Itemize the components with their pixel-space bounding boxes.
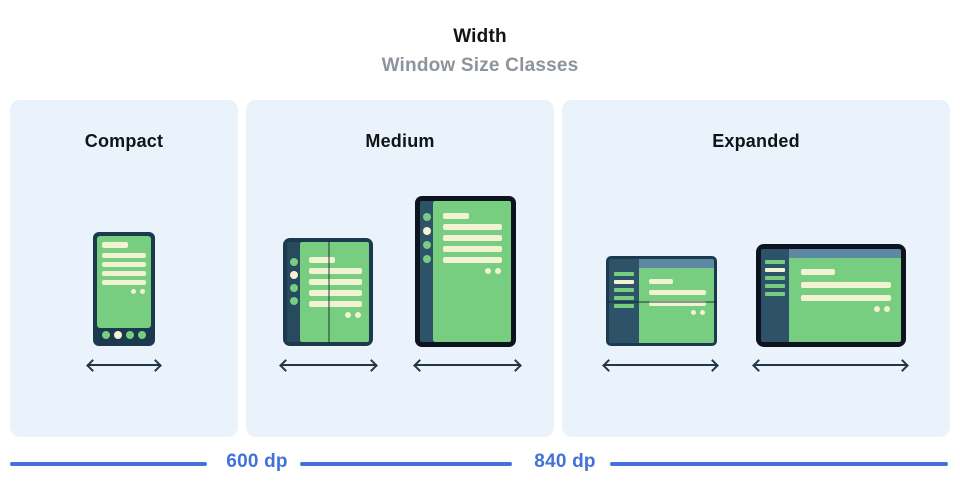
foldable-portrait-illustration xyxy=(283,238,373,346)
skeleton-text-line xyxy=(801,282,891,288)
skeleton-text-line xyxy=(649,301,706,306)
sidebar-line xyxy=(765,292,785,296)
skeleton-text-line xyxy=(309,301,362,307)
panel-compact-label: Compact xyxy=(84,131,164,151)
device-main-area xyxy=(639,259,714,343)
width-arrow-icon xyxy=(88,364,160,366)
rail-dot xyxy=(289,258,298,266)
skeleton-dot xyxy=(131,289,136,294)
skeleton-text-line xyxy=(649,290,706,295)
rail-dot xyxy=(422,227,431,235)
sidebar-line xyxy=(765,260,785,264)
skeleton-text-line xyxy=(102,242,128,248)
width-arrow-icon xyxy=(604,364,717,366)
panel-compact: Compact xyxy=(10,100,238,437)
skeleton-text-line xyxy=(309,279,362,285)
width-arrow-icon xyxy=(415,364,520,366)
nav-rail xyxy=(287,242,300,342)
skeleton-dots xyxy=(801,306,891,312)
device-screen xyxy=(639,268,714,343)
fold-line xyxy=(607,301,716,303)
width-arrow-icon xyxy=(754,364,907,366)
skeleton-text-line xyxy=(801,295,891,301)
sidebar-line xyxy=(614,296,634,300)
top-bar xyxy=(789,249,901,258)
sidebar xyxy=(609,259,639,343)
ruler-line xyxy=(300,462,512,466)
skeleton-text-line xyxy=(309,268,362,274)
skeleton-dot xyxy=(140,289,145,294)
phone-screen xyxy=(97,236,151,328)
skeleton-text-line xyxy=(443,213,469,219)
sidebar-line xyxy=(765,268,785,272)
skeleton-text-line xyxy=(102,253,146,258)
tablet-portrait-illustration xyxy=(415,196,516,347)
phone-nav-bar xyxy=(97,328,151,342)
skeleton-text-line xyxy=(102,271,146,276)
sidebar-line xyxy=(614,288,634,292)
skeleton-dot xyxy=(691,310,696,315)
page-title: Width xyxy=(453,26,507,47)
foldable-landscape-illustration xyxy=(606,256,717,346)
panel-expanded-label: Expanded xyxy=(712,131,800,151)
device-screen xyxy=(433,201,511,342)
panel-medium: Medium xyxy=(246,100,554,437)
rail-dot xyxy=(422,241,431,249)
nav-dot xyxy=(114,331,122,339)
skeleton-dots xyxy=(309,312,362,318)
skeleton-text-line xyxy=(102,280,146,285)
skeleton-text-line xyxy=(801,269,835,275)
skeleton-text-line xyxy=(649,279,673,284)
device-main-area xyxy=(789,249,901,342)
sidebar-line xyxy=(614,272,634,276)
device-screen xyxy=(300,242,369,342)
rail-dot xyxy=(422,213,431,221)
rail-dot xyxy=(422,255,431,263)
skeleton-text-line xyxy=(443,235,502,241)
nav-rail xyxy=(420,201,433,342)
width-arrow-icon xyxy=(281,364,376,366)
sidebar-line xyxy=(614,280,634,284)
nav-dot xyxy=(126,331,134,339)
skeleton-text-line xyxy=(309,257,335,263)
skeleton-dots xyxy=(102,289,146,294)
rail-dot xyxy=(289,271,298,279)
nav-dot xyxy=(138,331,146,339)
skeleton-dot xyxy=(874,306,880,312)
skeleton-text-line xyxy=(443,257,502,263)
sidebar-line xyxy=(614,304,634,308)
skeleton-text-line xyxy=(309,290,362,296)
sidebar xyxy=(761,249,789,342)
rail-dot xyxy=(289,297,298,305)
rail-dot xyxy=(289,284,298,292)
skeleton-dot xyxy=(495,268,501,274)
breakpoint-840dp-label: 840 dp xyxy=(534,451,596,472)
skeleton-dot xyxy=(700,310,705,315)
skeleton-dots xyxy=(649,310,706,315)
skeleton-dot xyxy=(355,312,361,318)
fold-line xyxy=(328,241,330,343)
skeleton-text-line xyxy=(443,224,502,230)
device-screen xyxy=(789,258,901,342)
page-subtitle: Window Size Classes xyxy=(381,55,579,76)
ruler-line xyxy=(10,462,207,466)
panel-expanded: Expanded xyxy=(562,100,950,437)
ruler-line xyxy=(610,462,948,466)
panel-medium-label: Medium xyxy=(365,131,435,151)
skeleton-dot xyxy=(884,306,890,312)
sidebar-line xyxy=(765,276,785,280)
nav-dot xyxy=(102,331,110,339)
breakpoint-600dp-label: 600 dp xyxy=(226,451,288,472)
skeleton-dots xyxy=(443,268,502,274)
tablet-landscape-illustration xyxy=(756,244,906,347)
skeleton-dot xyxy=(345,312,351,318)
phone-portrait-illustration xyxy=(93,232,155,346)
skeleton-text-line xyxy=(443,246,502,252)
top-bar xyxy=(639,259,714,268)
sidebar-line xyxy=(765,284,785,288)
skeleton-text-line xyxy=(102,262,146,267)
skeleton-dot xyxy=(485,268,491,274)
